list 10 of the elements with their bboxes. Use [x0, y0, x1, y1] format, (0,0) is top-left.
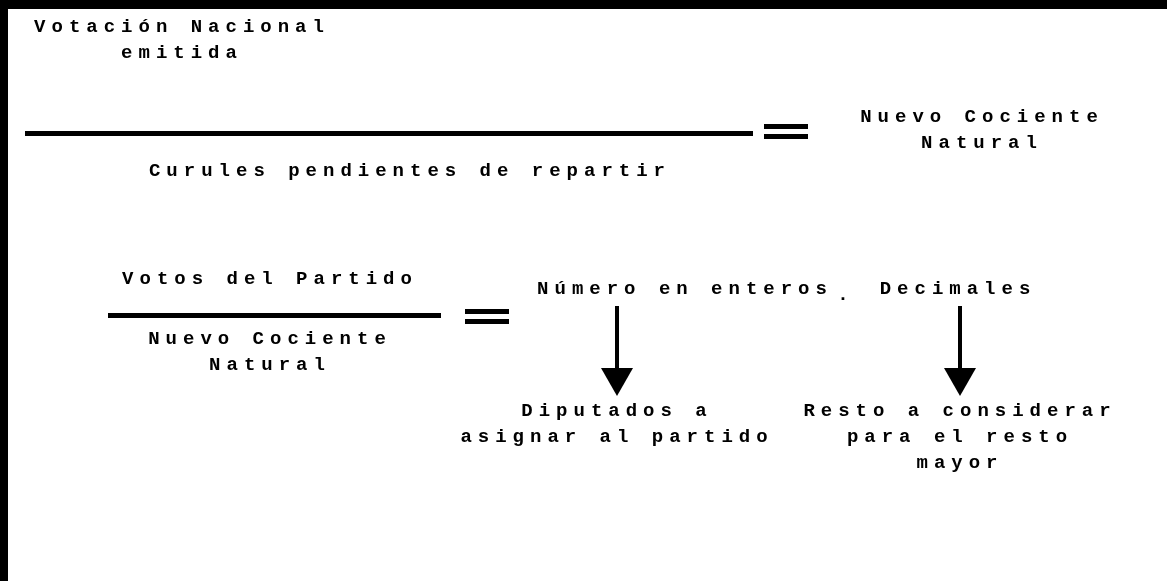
denominator-text: Curules pendientes de repartir — [147, 159, 673, 184]
formula-term: Decimales — [868, 276, 1048, 302]
result-text: Nuevo Cociente Natural — [859, 105, 1105, 156]
result-text: Diputados a asignar al partido — [456, 398, 778, 450]
arrow — [944, 306, 976, 396]
arrow — [601, 306, 633, 396]
numerator-text: Votación Nacional emitida — [33, 15, 331, 66]
result-text: Resto a considerar para el resto mayor — [799, 398, 1121, 476]
numerator-text: Votos del Partido — [121, 267, 419, 292]
denominator-text: Nuevo Cociente Natural — [147, 327, 393, 378]
